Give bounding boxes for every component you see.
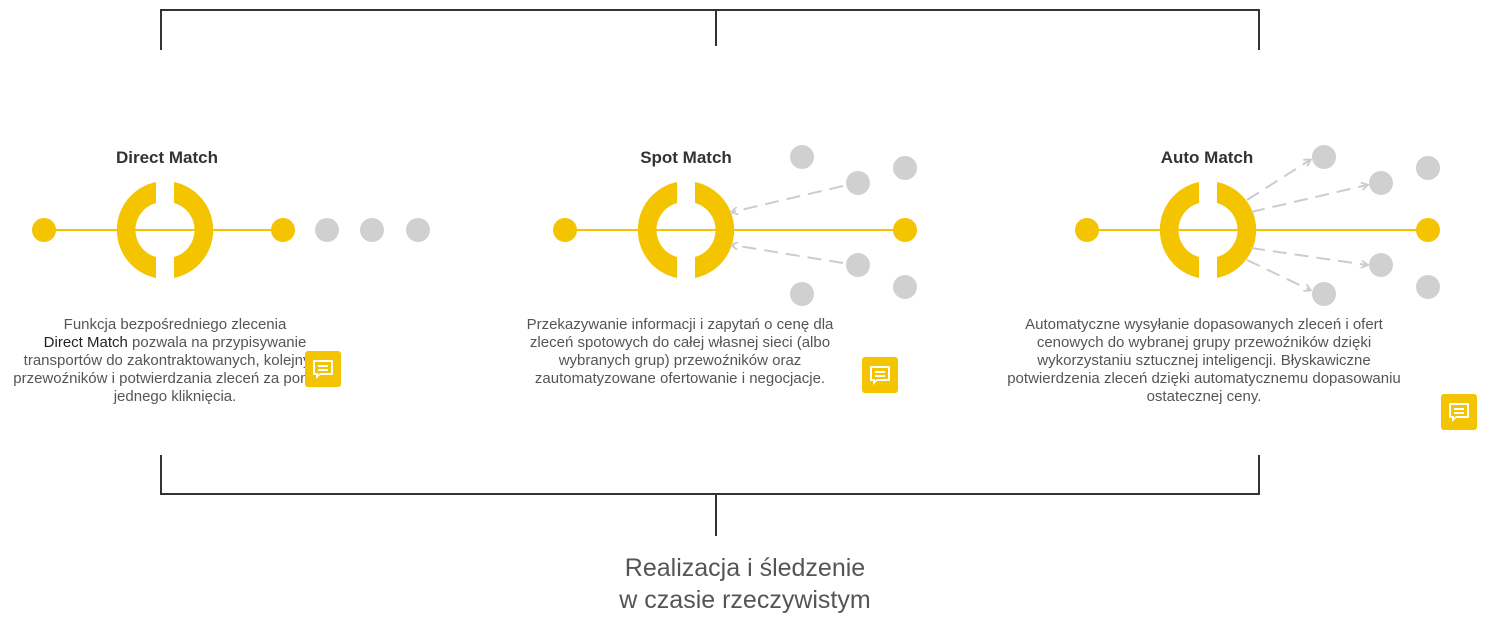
spot-match-title: Spot Match (640, 148, 732, 167)
auto-match-title: Auto Match (1160, 148, 1254, 167)
spot-carrier-node (893, 156, 917, 180)
auto-carrier-node (1369, 253, 1393, 277)
spot-carrier-node (790, 145, 814, 169)
spot-arrow (732, 185, 844, 212)
direct-desc-rest: przypisywanie transportów do zakontrakto… (13, 334, 337, 405)
auto-target-node (1416, 218, 1440, 242)
spot-source-node (553, 218, 577, 242)
auto-carrier-node (1369, 171, 1393, 195)
auto-match-graphic (1075, 145, 1440, 306)
auto-carrier-node (1416, 275, 1440, 299)
auto-arrow (1246, 259, 1310, 290)
footer-caption: Realizacja i śledzenie w czasie rzeczywi… (619, 552, 870, 616)
spot-left-bracket (637, 182, 677, 278)
bottom-bracket (160, 455, 1260, 536)
auto-right-bracket (1217, 182, 1257, 278)
direct-desc-line1: Funkcja bezpośredniego zlecenia (63, 316, 287, 333)
direct-match-graphic (32, 182, 430, 278)
auto-arrow (1250, 185, 1367, 213)
auto-carrier-node (1312, 145, 1336, 169)
direct-left-bracket (116, 182, 156, 278)
spot-right-bracket (695, 182, 735, 278)
auto-arrow (1246, 160, 1310, 201)
spot-match-description: Przekazywanie informacji i zapytań o cen… (526, 316, 834, 387)
footer-line2: w czasie rzeczywistym (619, 586, 871, 614)
spot-arrow (732, 245, 844, 264)
spot-target-node (893, 218, 917, 242)
spot-carrier-node (846, 253, 870, 277)
direct-match-highlight: Direct Match (43, 334, 128, 351)
direct-match-title: Direct Match (115, 148, 219, 167)
auto-carrier-node (1312, 282, 1336, 306)
footer-line1: Realizacja i śledzenie (624, 554, 866, 582)
note-icon[interactable] (305, 351, 341, 387)
spot-carrier-node (790, 282, 814, 306)
auto-source-node (1075, 218, 1099, 242)
auto-left-bracket (1159, 182, 1199, 278)
direct-target-node (271, 218, 295, 242)
direct-match-description: Funkcja bezpośredniego zlecenia Direct M… (6, 316, 344, 406)
note-icon[interactable] (1441, 394, 1477, 430)
direct-source-node (32, 218, 56, 242)
direct-queue-node (315, 218, 339, 242)
spot-carrier-node (893, 275, 917, 299)
direct-queue-node (406, 218, 430, 242)
auto-carrier-node (1416, 156, 1440, 180)
auto-arrow (1250, 247, 1367, 265)
direct-queue-node (360, 218, 384, 242)
auto-match-description: Automatyczne wysyłanie dopasowanych zlec… (1007, 316, 1401, 405)
top-bracket (160, 9, 1260, 50)
direct-right-bracket (174, 182, 214, 278)
spot-carrier-node (846, 171, 870, 195)
direct-desc-line2: pozwala na (127, 334, 208, 351)
note-icon[interactable] (862, 357, 898, 393)
spot-match-graphic (553, 145, 917, 306)
